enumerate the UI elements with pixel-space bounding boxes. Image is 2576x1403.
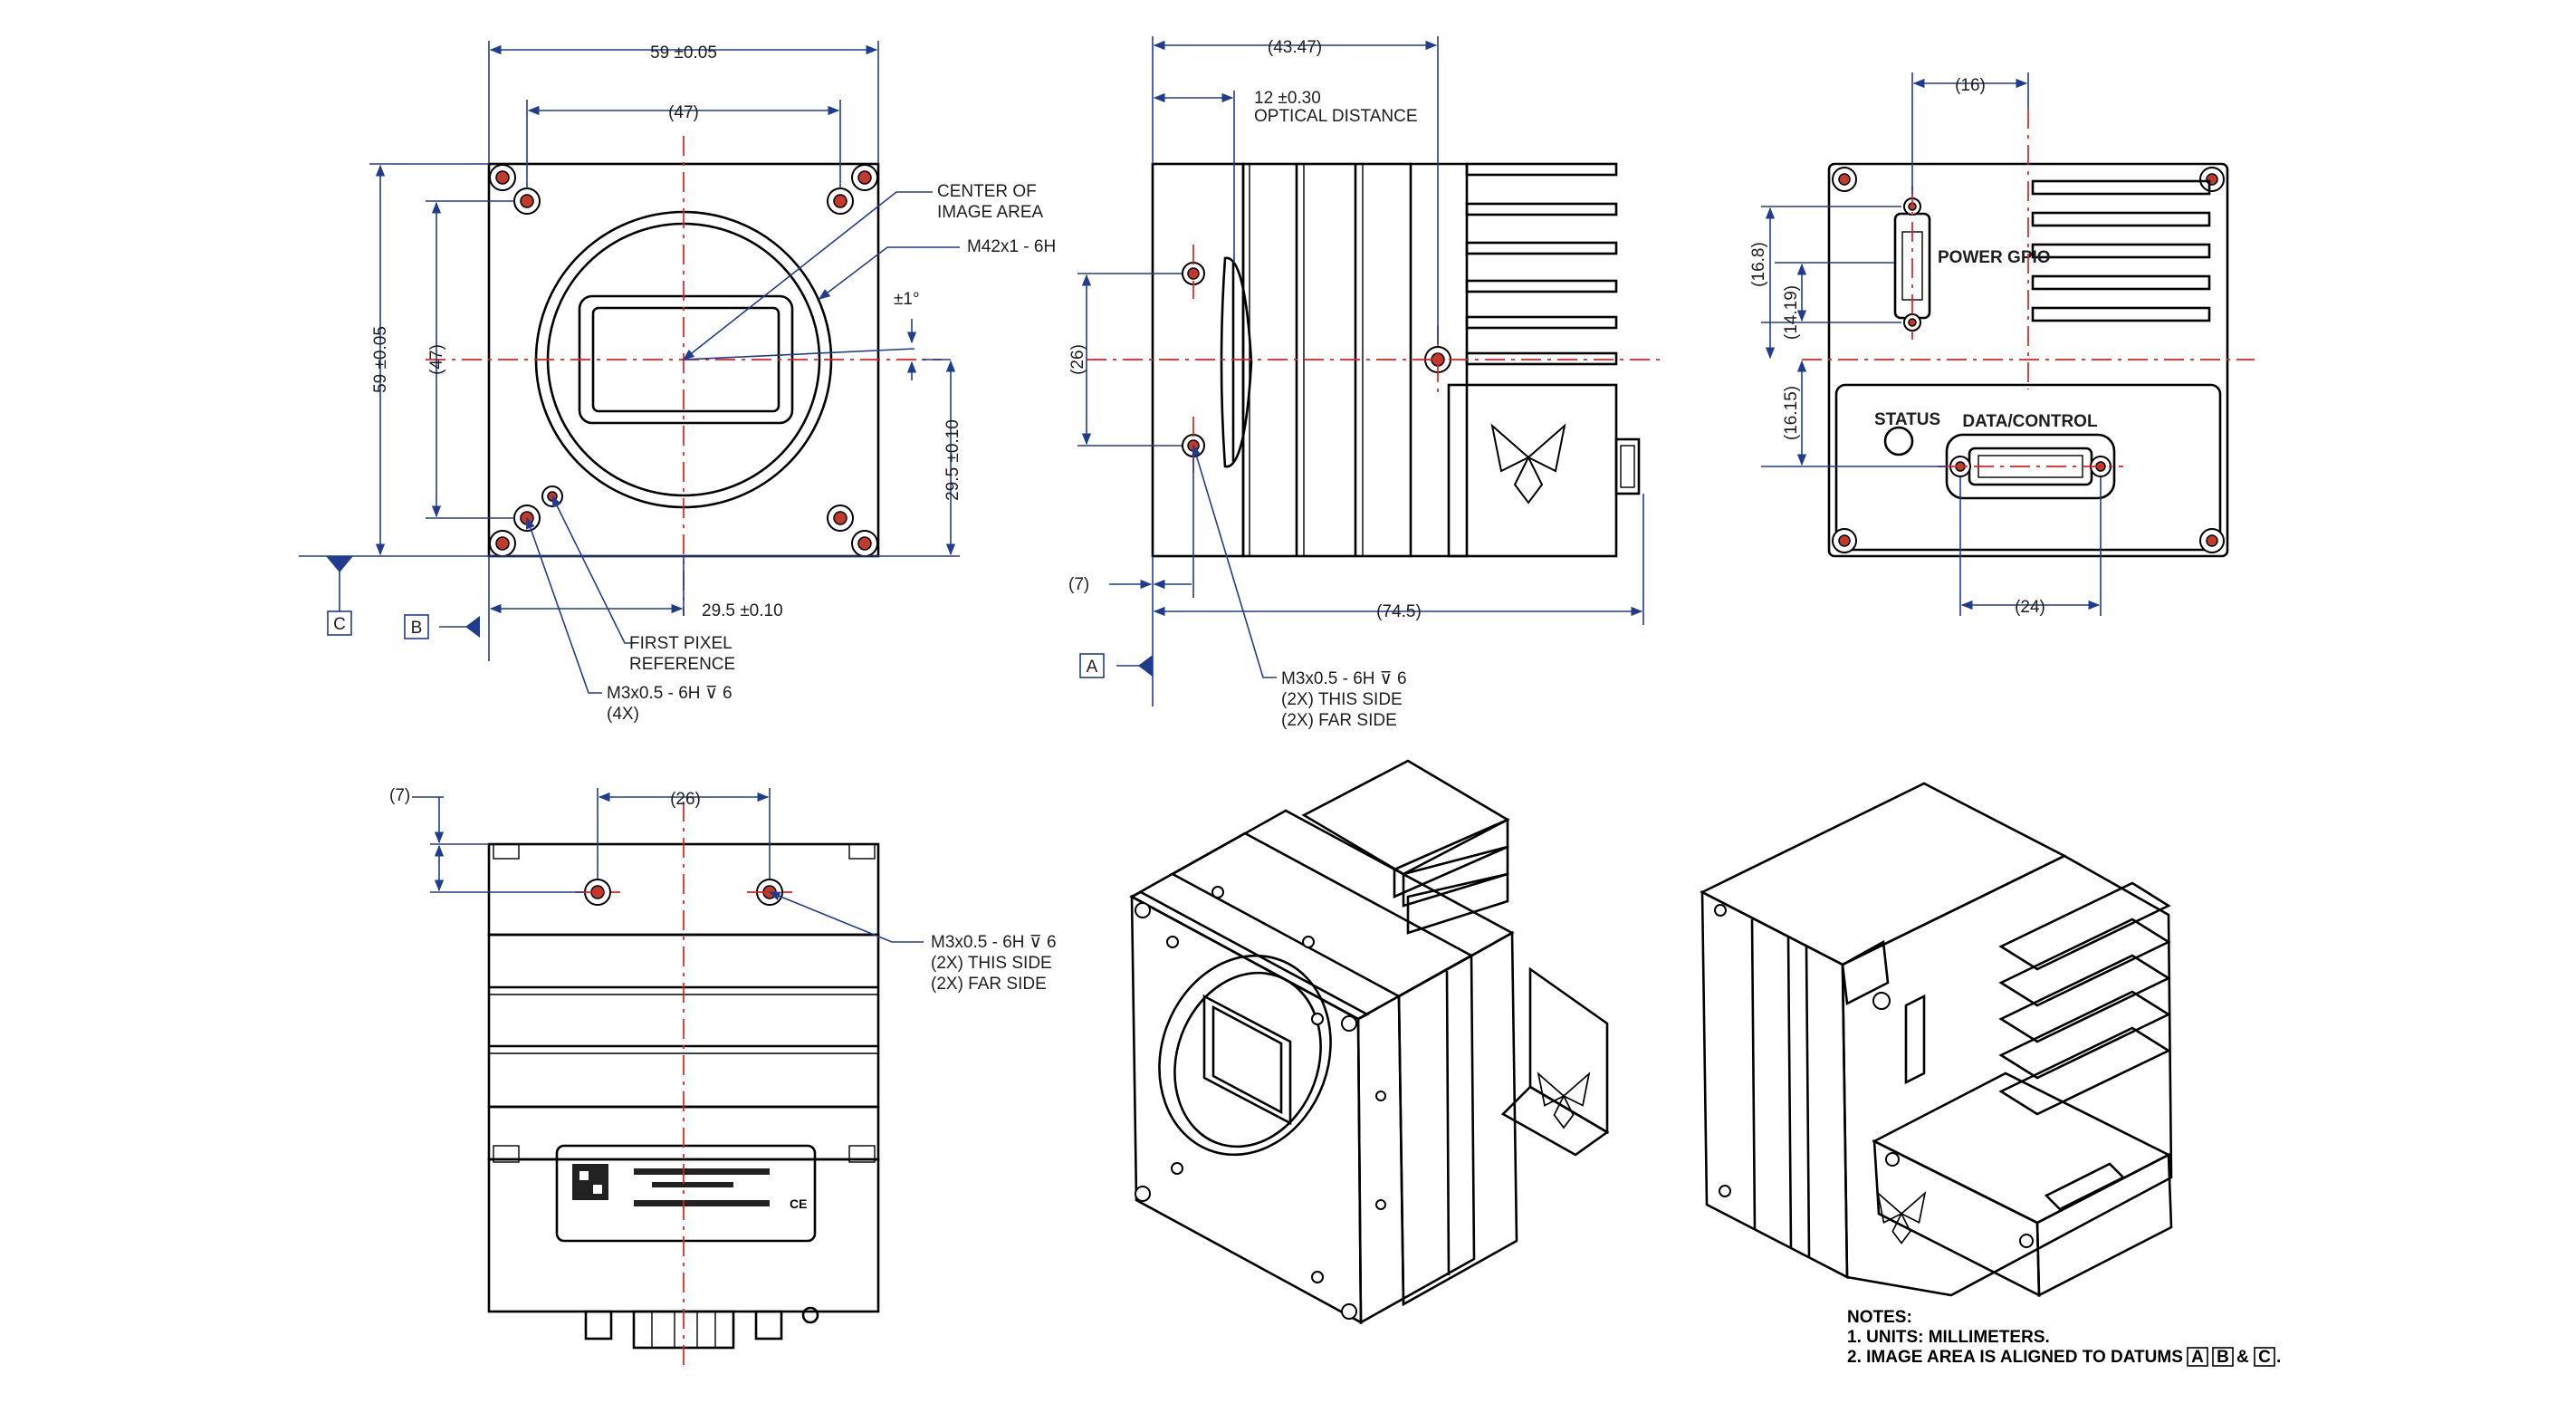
optical-distance-line2: OPTICAL DISTANCE [1254, 107, 1418, 126]
notes-title: NOTES: [1847, 1308, 1912, 1327]
isometric-front-view [1129, 759, 1610, 1325]
qr-code-icon [572, 1164, 608, 1200]
side-lens-flange [1220, 256, 1253, 468]
dim-hole-spacing-label: (47) [668, 103, 699, 122]
rear-gpio-offset-label: (14.19) [1782, 285, 1801, 340]
side-connector-block [1447, 383, 1618, 558]
top-connector-left [584, 1310, 613, 1341]
power-gpio-label: POWER GPIO [1938, 248, 2051, 267]
datum-a-label: A [1087, 658, 1098, 677]
rear-power-offset-label: (16.8) [1749, 242, 1768, 287]
optical-distance-line1: 12 ±0.30 [1254, 89, 1321, 108]
dim-center-side-label: 29.5 ±0.10 [702, 601, 783, 620]
iso-lens-opening [1158, 954, 1332, 1157]
top-screw-line3: (2X) FAR SIDE [931, 975, 1047, 994]
side-screw-line1: M3x0.5 - 6H ⊽ 6 [1281, 669, 1407, 688]
center-note-line2: IMAGE AREA [937, 203, 1044, 222]
side-heatsink-fins [1411, 162, 1618, 558]
notes-datum-a: A [2191, 1348, 2204, 1367]
rear-data-width-label: (24) [2015, 598, 2045, 617]
side-hole-spacing-label: (26) [1068, 344, 1087, 375]
rear-data-offset-label: (16.15) [1782, 386, 1801, 440]
product-label-plate [555, 1144, 817, 1243]
dim-center-bottom-label: 29.5 ±0.10 [943, 419, 962, 501]
rear-view: POWER GPIO STATUS DATA/CONTROL (16) (16.… [1749, 72, 2255, 617]
notes-line2: 2. IMAGE AREA IS ALIGNED TO DATUMS [1847, 1348, 2183, 1367]
notes-line1: 1. UNITS: MILLIMETERS. [1847, 1328, 2050, 1347]
notes-block: NOTES: 1. UNITS: MILLIMETERS. 2. IMAGE A… [1847, 1308, 2281, 1367]
isometric-rear-view [1700, 782, 2173, 1298]
iso-power-connector [1904, 994, 1926, 1085]
iso-rear-logo-icon [1876, 1191, 1927, 1244]
mount-label: M42x1 - 6H [967, 237, 1056, 256]
rear-connector-spacing-label: (16) [1955, 76, 1986, 95]
notes-datum-b: B [2217, 1348, 2229, 1367]
front-screw-line1: M3x0.5 - 6H ⊽ 6 [607, 684, 733, 703]
top-hole-spacing-label: (26) [670, 790, 701, 809]
top-connector-right [754, 1310, 783, 1341]
rear-heatsink-fins [2031, 179, 2211, 322]
status-led [1883, 426, 1914, 456]
notes-end: . [2276, 1348, 2281, 1367]
iso-logo-icon [1537, 1071, 1591, 1129]
side-screw-line2: (2X) THIS SIDE [1281, 690, 1403, 709]
front-screw-line2: (4X) [607, 705, 639, 724]
data-control-label: DATA/CONTROL [1962, 412, 2098, 431]
top-screw-line1: M3x0.5 - 6H ⊽ 6 [931, 933, 1057, 952]
first-pixel-line2: REFERENCE [629, 655, 735, 674]
ce-mark-icon: CE [790, 1196, 807, 1211]
top-view: CE (7) (26) M3x0.5 - 6H ⊽ 6 (2X) THIS SI… [389, 786, 1057, 1368]
dim-height-label: 59 ±0.05 [371, 326, 390, 393]
datum-b-box [404, 614, 429, 639]
rear-corner-holes [1832, 167, 2225, 553]
status-label: STATUS [1874, 410, 1940, 429]
teledyne-logo-icon [1490, 423, 1566, 505]
rear-lower-panel [1834, 383, 2222, 552]
notes-amp: & [2236, 1348, 2249, 1367]
datum-c-label: C [333, 615, 346, 634]
side-hole-offset-label: (7) [1068, 575, 1089, 594]
front-corner-holes [489, 164, 878, 557]
side-depth-label: (43.47) [1268, 38, 1322, 57]
datum-c-box [327, 610, 352, 636]
tilt-label: ±1° [894, 290, 920, 309]
iso-data-connector [2044, 1162, 2126, 1211]
side-view: A (43.47) 12 ±0.30 OPTICAL DISTANCE (26)… [1068, 36, 1666, 730]
top-screw-line2: (2X) THIS SIDE [931, 954, 1052, 973]
notes-datum-c: C [2258, 1348, 2271, 1367]
datum-a-box [1079, 653, 1105, 678]
side-screw-line3: (2X) FAR SIDE [1281, 711, 1397, 730]
front-view: 59 ±0.05 (47) 59 ±0.05 (47) 29.5 ±0.10 2… [299, 41, 1056, 724]
dim-width-label: 59 ±0.05 [650, 43, 717, 62]
first-pixel-line1: FIRST PIXEL [629, 634, 733, 653]
top-hole-offset-label: (7) [389, 786, 410, 805]
center-note-line1: CENTER OF [937, 182, 1037, 201]
dim-hole-spacing-v-label: (47) [427, 344, 446, 375]
iso-rear-fins [1998, 881, 2171, 1116]
datum-b-label: B [411, 619, 423, 638]
side-length-label: (74.5) [1376, 602, 1422, 621]
